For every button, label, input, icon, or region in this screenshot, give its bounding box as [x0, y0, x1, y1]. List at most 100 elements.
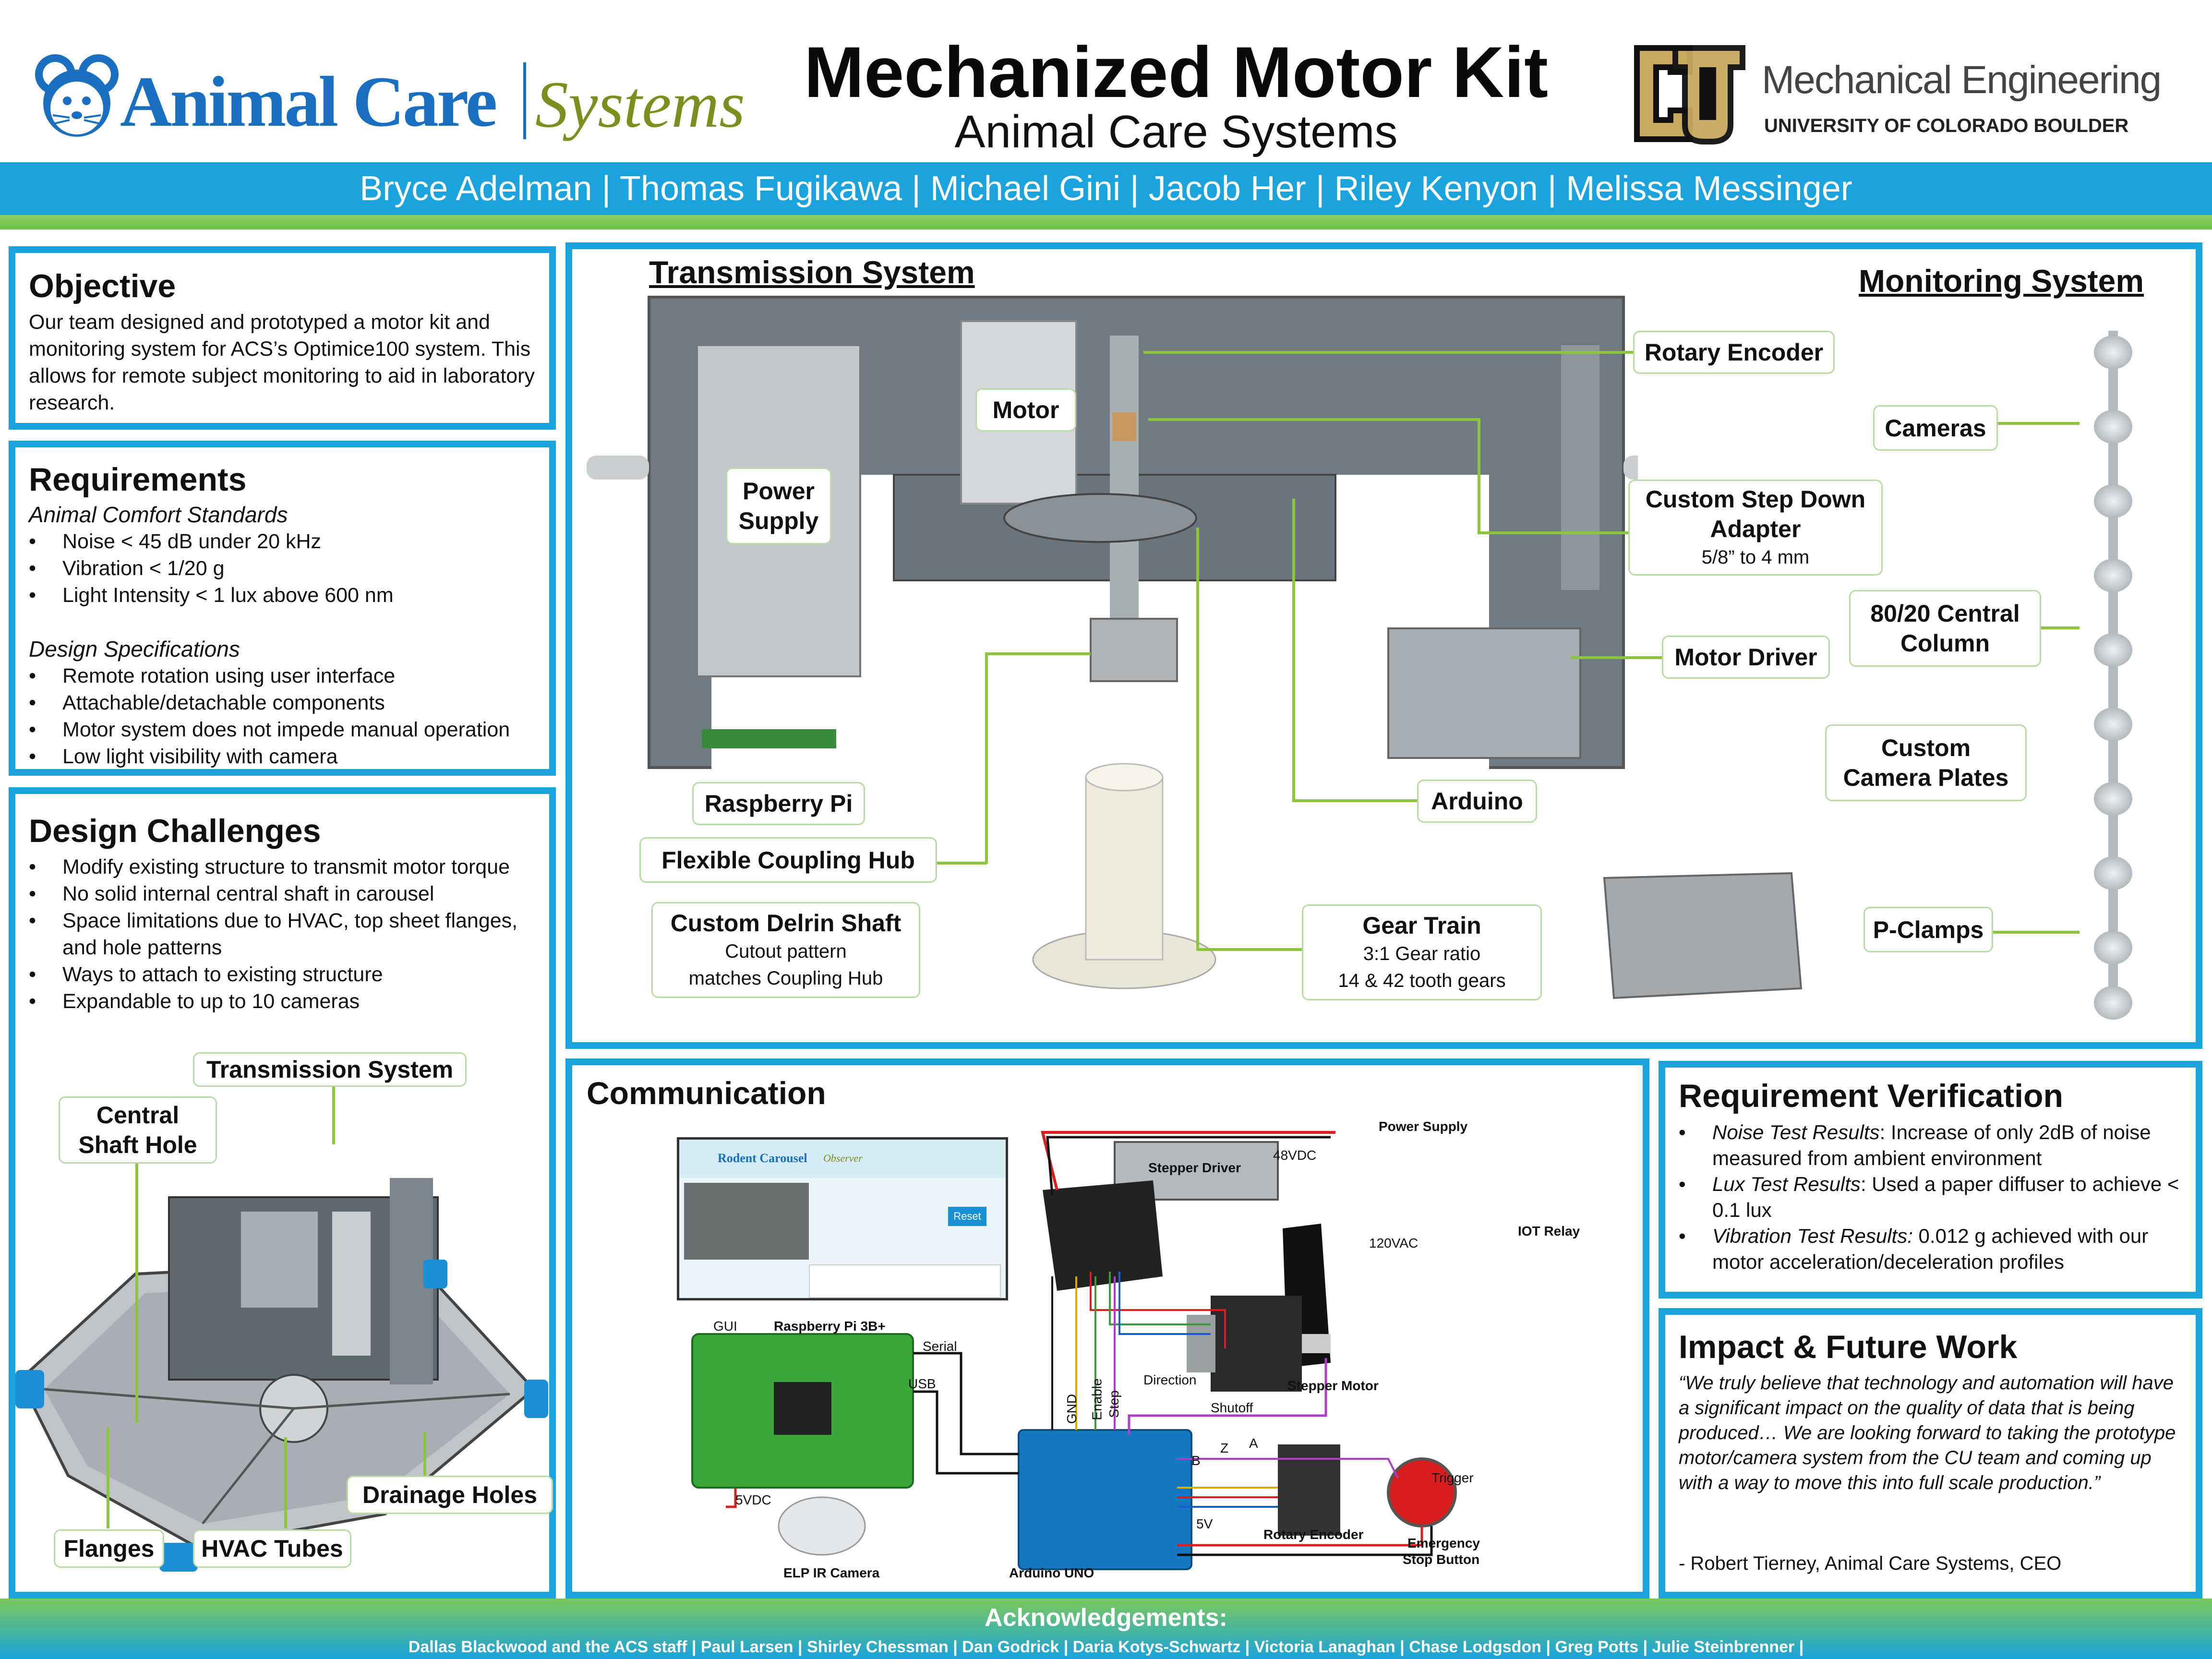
callout-rotary-encoder: Rotary Encoder	[1633, 331, 1835, 374]
gear-line: Gear Train	[1362, 912, 1481, 939]
callout-step-down-adapter: Custom Step Down Adapter 5/8” to 4 mm	[1628, 480, 1883, 576]
verification-item: Noise Test Results: Increase of only 2dB…	[1679, 1119, 2188, 1171]
verification-body: Noise Test Results: Increase of only 2dB…	[1679, 1119, 2188, 1275]
adapter-sub: 5/8” to 4 mm	[1701, 547, 1810, 568]
label-120vac: 120VAC	[1369, 1236, 1419, 1250]
leader-line	[937, 862, 987, 865]
label-stepper-driver: Stepper Driver	[1148, 1160, 1241, 1175]
adapter-line2: Adapter	[1710, 516, 1801, 542]
camera-icon	[2094, 856, 2132, 890]
gui-log	[809, 1264, 1001, 1298]
verification-label: Vibration Test Results:	[1712, 1225, 1913, 1247]
power-line1: Power	[742, 478, 815, 505]
gui-screenshot: Rodent Carousel Observer Reset	[677, 1137, 1008, 1300]
leader-line	[107, 1428, 109, 1528]
label-usb: USB	[908, 1376, 936, 1391]
delrin-sub2: matches Coupling Hub	[688, 968, 883, 989]
challenge-item: No solid internal central shaft in carou…	[29, 880, 552, 907]
design-heading: Design Specifications	[29, 637, 240, 661]
label-power-supply: Power Supply	[1379, 1119, 1468, 1134]
cu-logo-icon	[1634, 45, 1745, 144]
label-camera: ELP IR Camera	[783, 1565, 880, 1580]
animal-care-logo: Animal Care Systems	[29, 48, 745, 144]
communication-title: Communication	[587, 1075, 826, 1111]
camera-icon	[2094, 708, 2132, 741]
poster-subtitle: Animal Care Systems	[954, 106, 1398, 157]
objective-text: Our team designed and prototyped a motor…	[29, 311, 535, 414]
comfort-item: Light Intensity < 1 lux above 600 nm	[29, 582, 552, 609]
mouse-logo-icon	[35, 54, 119, 137]
leader-line	[423, 1432, 426, 1476]
callout-power-supply: Power Supply	[726, 468, 831, 544]
label-iot-relay: IOT Relay	[1518, 1224, 1580, 1238]
transmission-panel: Transmission System Monitoring System	[565, 242, 2202, 1049]
label-5v: 5V	[1196, 1516, 1213, 1531]
callout-arduino: Arduino	[1417, 780, 1537, 823]
acknowledgements-title: Acknowledgements:	[985, 1604, 1227, 1632]
gear-sub2: 14 & 42 tooth gears	[1338, 970, 1506, 991]
challenge-item: Ways to attach to existing structure	[29, 961, 552, 988]
acknowledgements-bar	[0, 1599, 2212, 1659]
label-raspberry-pi: Raspberry Pi 3B+	[774, 1319, 886, 1334]
label-gnd: GND	[1064, 1394, 1080, 1424]
plates-line1: Custom	[1881, 734, 1971, 761]
leader-line	[1143, 351, 1633, 354]
authors-bar	[0, 162, 2212, 215]
requirements-panel: Requirements Animal Comfort Standards No…	[9, 441, 556, 776]
callout-central-column: 80/20 Central Column	[1849, 590, 2041, 667]
impact-attribution: - Robert Tierney, Animal Care Systems, C…	[1679, 1553, 2062, 1574]
comfort-item: Noise < 45 dB under 20 kHz	[29, 528, 552, 555]
me-title: Mechanical Engineering	[1762, 58, 2162, 102]
comfort-heading: Animal Comfort Standards	[29, 502, 288, 527]
callout-gear-train: Gear Train 3:1 Gear ratio 14 & 42 tooth …	[1302, 904, 1542, 1000]
label-step: Step	[1106, 1390, 1121, 1418]
label-enable: Enable	[1089, 1378, 1105, 1420]
design-item: Motor system does not impede manual oper…	[29, 716, 552, 743]
callout-motor: Motor	[975, 388, 1076, 432]
camera-icon	[2094, 931, 2132, 964]
comfort-item: Vibration < 1/20 g	[29, 555, 552, 582]
leader-line	[985, 652, 988, 864]
label-estop-2: Stop Button	[1403, 1552, 1480, 1567]
label-48vdc: 48VDC	[1273, 1148, 1317, 1163]
leader-line	[284, 1437, 287, 1528]
camera-icon	[2094, 782, 2132, 816]
verification-label: Noise Test Results	[1712, 1121, 1880, 1143]
label-shutoff: Shutoff	[1211, 1400, 1253, 1415]
label-5vdc: 5VDC	[735, 1492, 771, 1507]
gui-subtitle: Observer	[823, 1152, 863, 1164]
objective-panel: Objective Our team designed and prototyp…	[9, 246, 556, 430]
dc-callout-transmission: Transmission System	[193, 1052, 467, 1087]
impact-title: Impact & Future Work	[1679, 1329, 2018, 1365]
label-b: B	[1191, 1453, 1201, 1468]
callout-motor-driver: Motor Driver	[1662, 636, 1830, 679]
dc-callout-central-shaft: Central Shaft Hole	[59, 1096, 217, 1164]
logo-systems-text: Systems	[535, 68, 745, 141]
communication-panel: Communication Rodent Carousel Observer R…	[565, 1058, 1649, 1599]
callout-coupling-hub: Flexible Coupling Hub	[639, 837, 937, 883]
design-item: Low light visibility with camera	[29, 743, 552, 770]
requirements-title: Requirements	[29, 461, 247, 498]
camera-icon	[2094, 336, 2132, 369]
label-direction: Direction	[1143, 1372, 1197, 1387]
verification-text: : Used a paper diffuser to achieve < 0.1…	[1712, 1173, 2179, 1221]
label-rotary-encoder: Rotary Encoder	[1263, 1527, 1364, 1542]
challenge-item: Space limitations due to HVAC, top sheet…	[29, 907, 552, 961]
label-gui: GUI	[713, 1319, 737, 1334]
callout-delrin-shaft: Custom Delrin Shaft Cutout pattern match…	[651, 902, 920, 998]
challenges-panel: Design Challenges Modify existing struct…	[9, 787, 556, 1599]
impact-quote: “We truly believe that technology and au…	[1679, 1372, 2176, 1493]
label-stepper-motor: Stepper Motor	[1287, 1378, 1379, 1393]
leader-line	[1478, 418, 1480, 533]
leader-line	[1998, 422, 2080, 425]
verification-panel: Requirement Verification Noise Test Resu…	[1659, 1061, 2202, 1298]
requirements-body: Animal Comfort Standards Noise < 45 dB u…	[29, 501, 552, 770]
design-list: Remote rotation using user interface Att…	[29, 662, 552, 770]
gui-reset-button[interactable]: Reset	[948, 1207, 986, 1226]
label-estop-1: Emergency	[1407, 1536, 1480, 1551]
poster-header	[0, 0, 2212, 161]
label-z: Z	[1220, 1441, 1229, 1455]
gui-title: Rodent Carousel	[718, 1151, 807, 1165]
adapter-line1: Custom Step Down	[1645, 486, 1866, 513]
authors-list: Bryce Adelman | Thomas Fugikawa | Michae…	[360, 169, 1852, 208]
